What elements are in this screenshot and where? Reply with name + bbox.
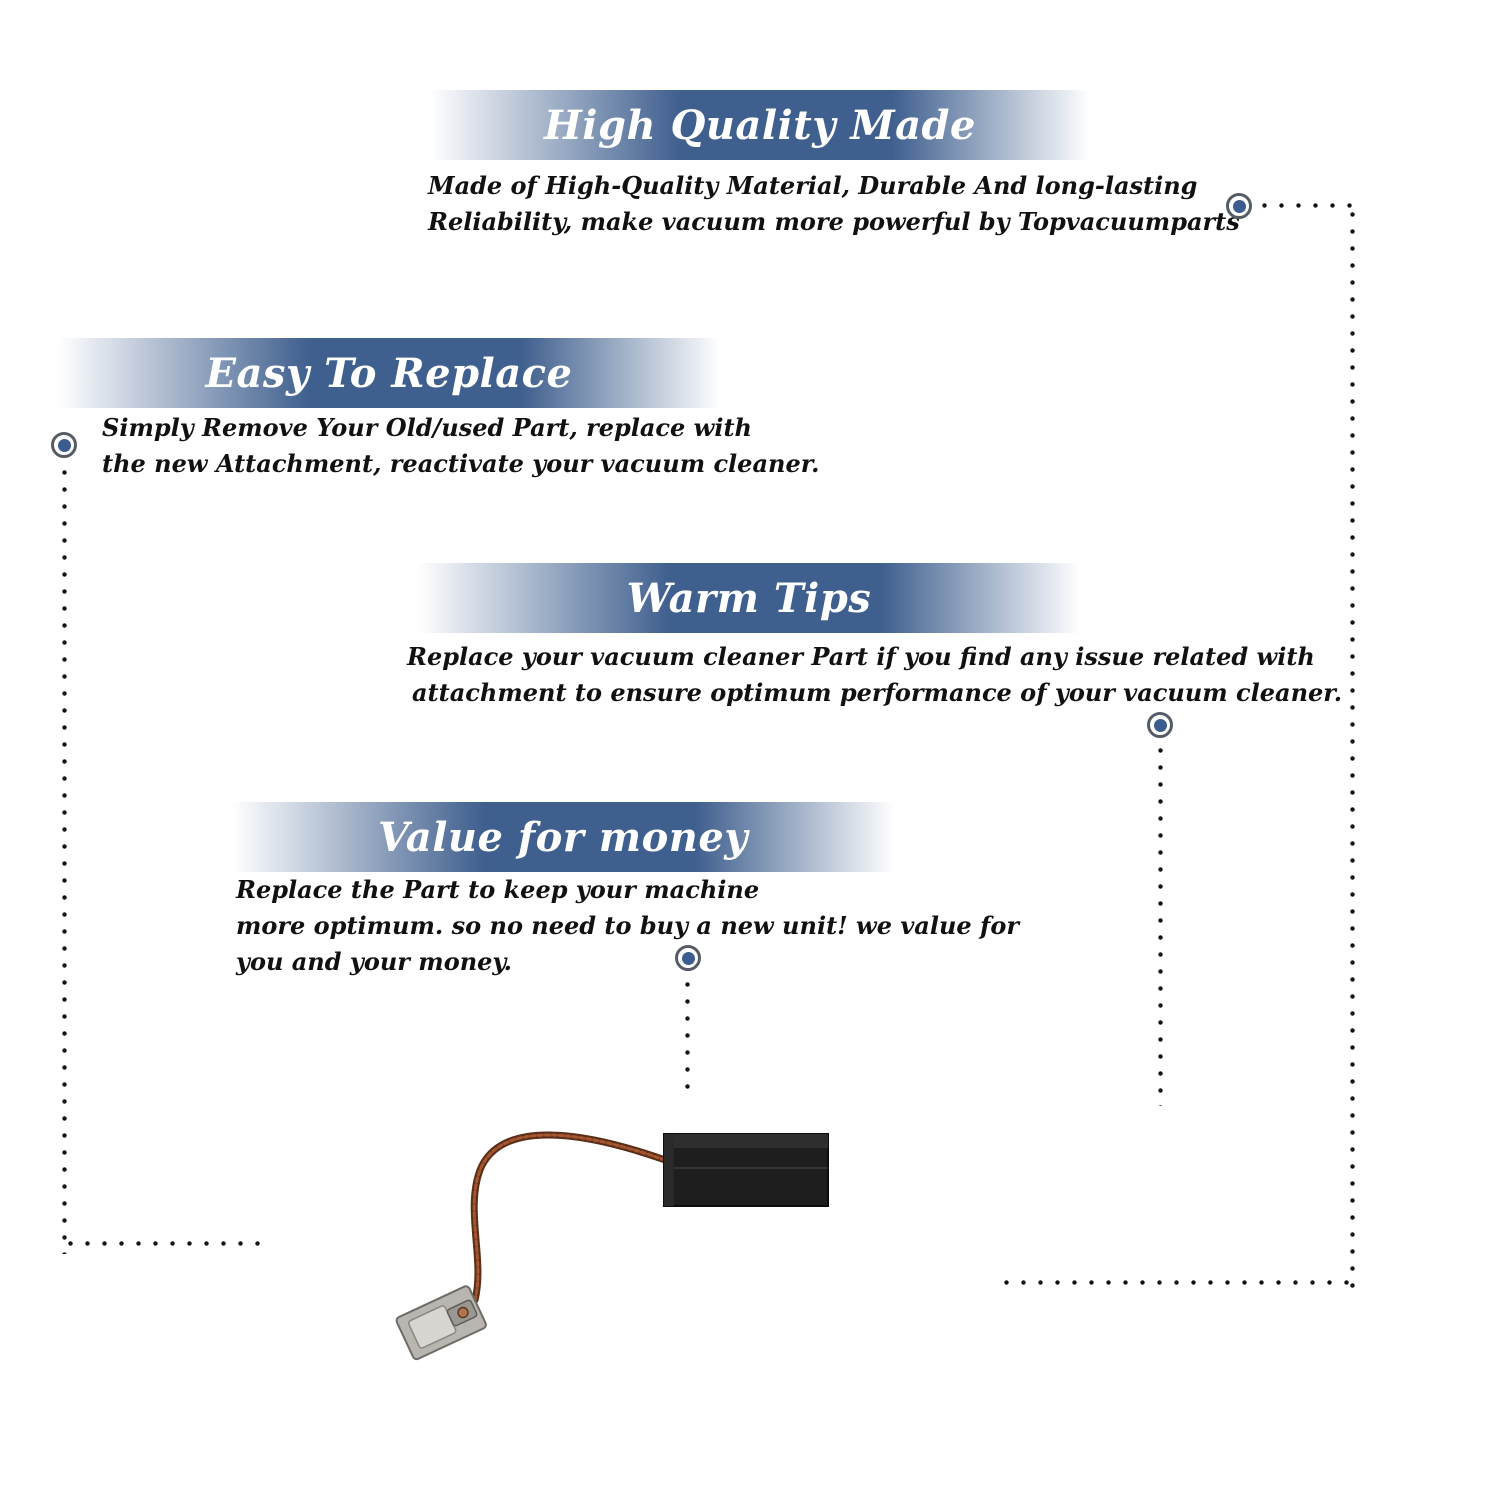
bullet-dot-icon <box>51 432 77 458</box>
banner-high-quality-made: High Quality Made <box>430 90 1090 160</box>
description-line: Reliability, make vacuum more powerful b… <box>428 207 1240 236</box>
description-line: Simply Remove Your Old/used Part, replac… <box>102 413 752 442</box>
banner-value-for-money: Value for money <box>232 802 894 872</box>
description-line: Replace the Part to keep your machine <box>236 875 760 904</box>
dotted-connector <box>1256 203 1356 208</box>
feature-description-warm-tips: Replace your vacuum cleaner Part if you … <box>407 639 1342 711</box>
banner-title: High Quality Made <box>544 101 976 149</box>
bullet-dot-icon <box>675 945 701 971</box>
dotted-connector <box>62 464 67 1254</box>
description-line: Made of High-Quality Material, Durable A… <box>428 171 1198 200</box>
carbon-brush-icon <box>395 1131 829 1361</box>
feature-description-easy-to-replace: Simply Remove Your Old/used Part, replac… <box>102 410 820 482</box>
dotted-connector <box>685 976 690 1090</box>
dotted-connector <box>62 1241 262 1246</box>
feature-description-value-for-money: Replace the Part to keep your machine mo… <box>236 872 1019 980</box>
dotted-connector <box>1158 742 1163 1106</box>
banner-title: Easy To Replace <box>205 349 573 397</box>
dotted-connector <box>998 1280 1354 1285</box>
description-line: more optimum. so no need to buy a new un… <box>236 911 1019 940</box>
banner-easy-to-replace: Easy To Replace <box>58 338 720 408</box>
banner-title: Value for money <box>377 813 749 861</box>
dotted-connector <box>1350 206 1355 1288</box>
description-line: the new Attachment, reactivate your vacu… <box>102 449 820 478</box>
description-line: you and your money. <box>236 947 512 976</box>
bullet-dot-icon <box>1226 193 1252 219</box>
description-line: attachment to ensure optimum performance… <box>412 678 1343 707</box>
banner-warm-tips: Warm Tips <box>418 563 1080 633</box>
bullet-dot-icon <box>1147 712 1173 738</box>
banner-title: Warm Tips <box>626 574 872 622</box>
feature-description-high-quality: Made of High-Quality Material, Durable A… <box>428 168 1240 240</box>
description-line: Replace your vacuum cleaner Part if you … <box>407 642 1315 671</box>
